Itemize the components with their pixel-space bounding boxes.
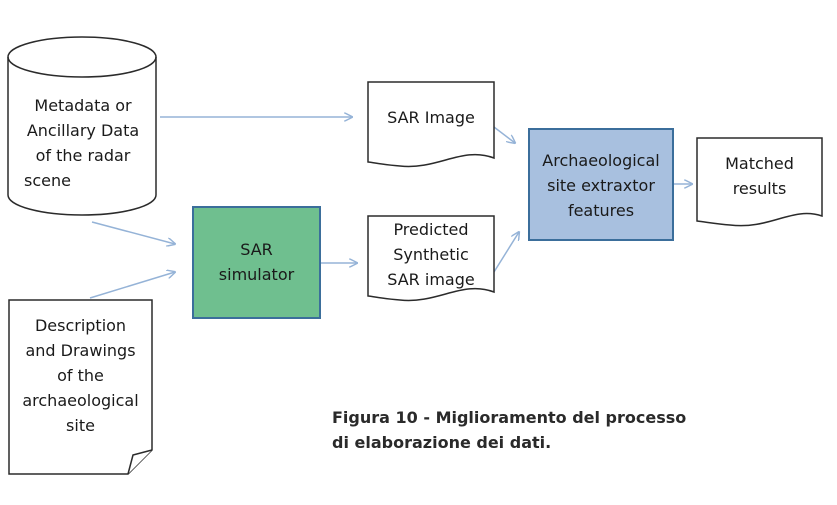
edge-sar-image-to-extractor xyxy=(493,126,515,143)
metadata-label-line: of the radar xyxy=(35,146,131,165)
matched-label: Matched results xyxy=(697,150,822,202)
predicted-label-line: SAR image xyxy=(387,269,475,289)
sar-simulator-box xyxy=(192,206,321,319)
predicted-label: Predicted Synthetic SAR image xyxy=(368,215,494,293)
edge-metadata-to-sar-simulator xyxy=(91,221,175,244)
description-label-line: and Drawings xyxy=(25,340,136,360)
description-label-line: site xyxy=(66,415,95,435)
metadata-label-line: Metadata or xyxy=(34,96,132,115)
metadata-cylinder-shape xyxy=(7,36,157,216)
extractor-label-line: features xyxy=(567,200,635,220)
matched-document-shape xyxy=(696,137,823,227)
sar-image-label-line: SAR Image xyxy=(387,107,475,127)
sar-simulator-label-line: simulator xyxy=(218,265,295,284)
description-label-line: of the xyxy=(57,365,104,385)
description-label-line: archaeological xyxy=(22,390,139,410)
extractor-label-line: site extraxtor xyxy=(547,175,655,195)
extractor-box xyxy=(528,128,674,241)
predicted-document-shape xyxy=(367,215,495,302)
extractor-label: Archaeological site extraxtor features xyxy=(529,146,673,224)
matched-label-line: results xyxy=(732,179,787,198)
predicted-label-line: Synthetic xyxy=(393,244,469,264)
sar-image-label: SAR Image xyxy=(368,104,494,130)
caption-line-1: Figura 10 - Miglioramento del processo xyxy=(332,408,687,427)
sar-image-document-shape xyxy=(367,81,495,168)
sar-simulator-label: SAR simulator xyxy=(193,236,320,288)
folded-corner xyxy=(127,449,153,475)
description-label-line: Description xyxy=(34,315,127,335)
metadata-label: Metadata or Ancillary Data of the radar … xyxy=(10,78,156,208)
figure-caption: Figura 10 - Miglioramento del processo d… xyxy=(332,405,686,455)
matched-label-line: Matched xyxy=(725,154,794,173)
sar-simulator-label-line: SAR xyxy=(240,240,273,259)
edge-description-to-sar-simulator xyxy=(89,272,175,299)
extractor-label-line: Archaeological xyxy=(542,150,660,170)
predicted-label-line: Predicted xyxy=(393,219,469,239)
description-label: Description and Drawings of the archaeol… xyxy=(9,312,152,438)
edge-predicted-to-extractor xyxy=(493,232,519,273)
metadata-label-line: Ancillary Data xyxy=(26,121,140,140)
caption-line-2: di elaborazione dei dati. xyxy=(332,433,552,452)
metadata-label-line: scene xyxy=(24,171,71,190)
